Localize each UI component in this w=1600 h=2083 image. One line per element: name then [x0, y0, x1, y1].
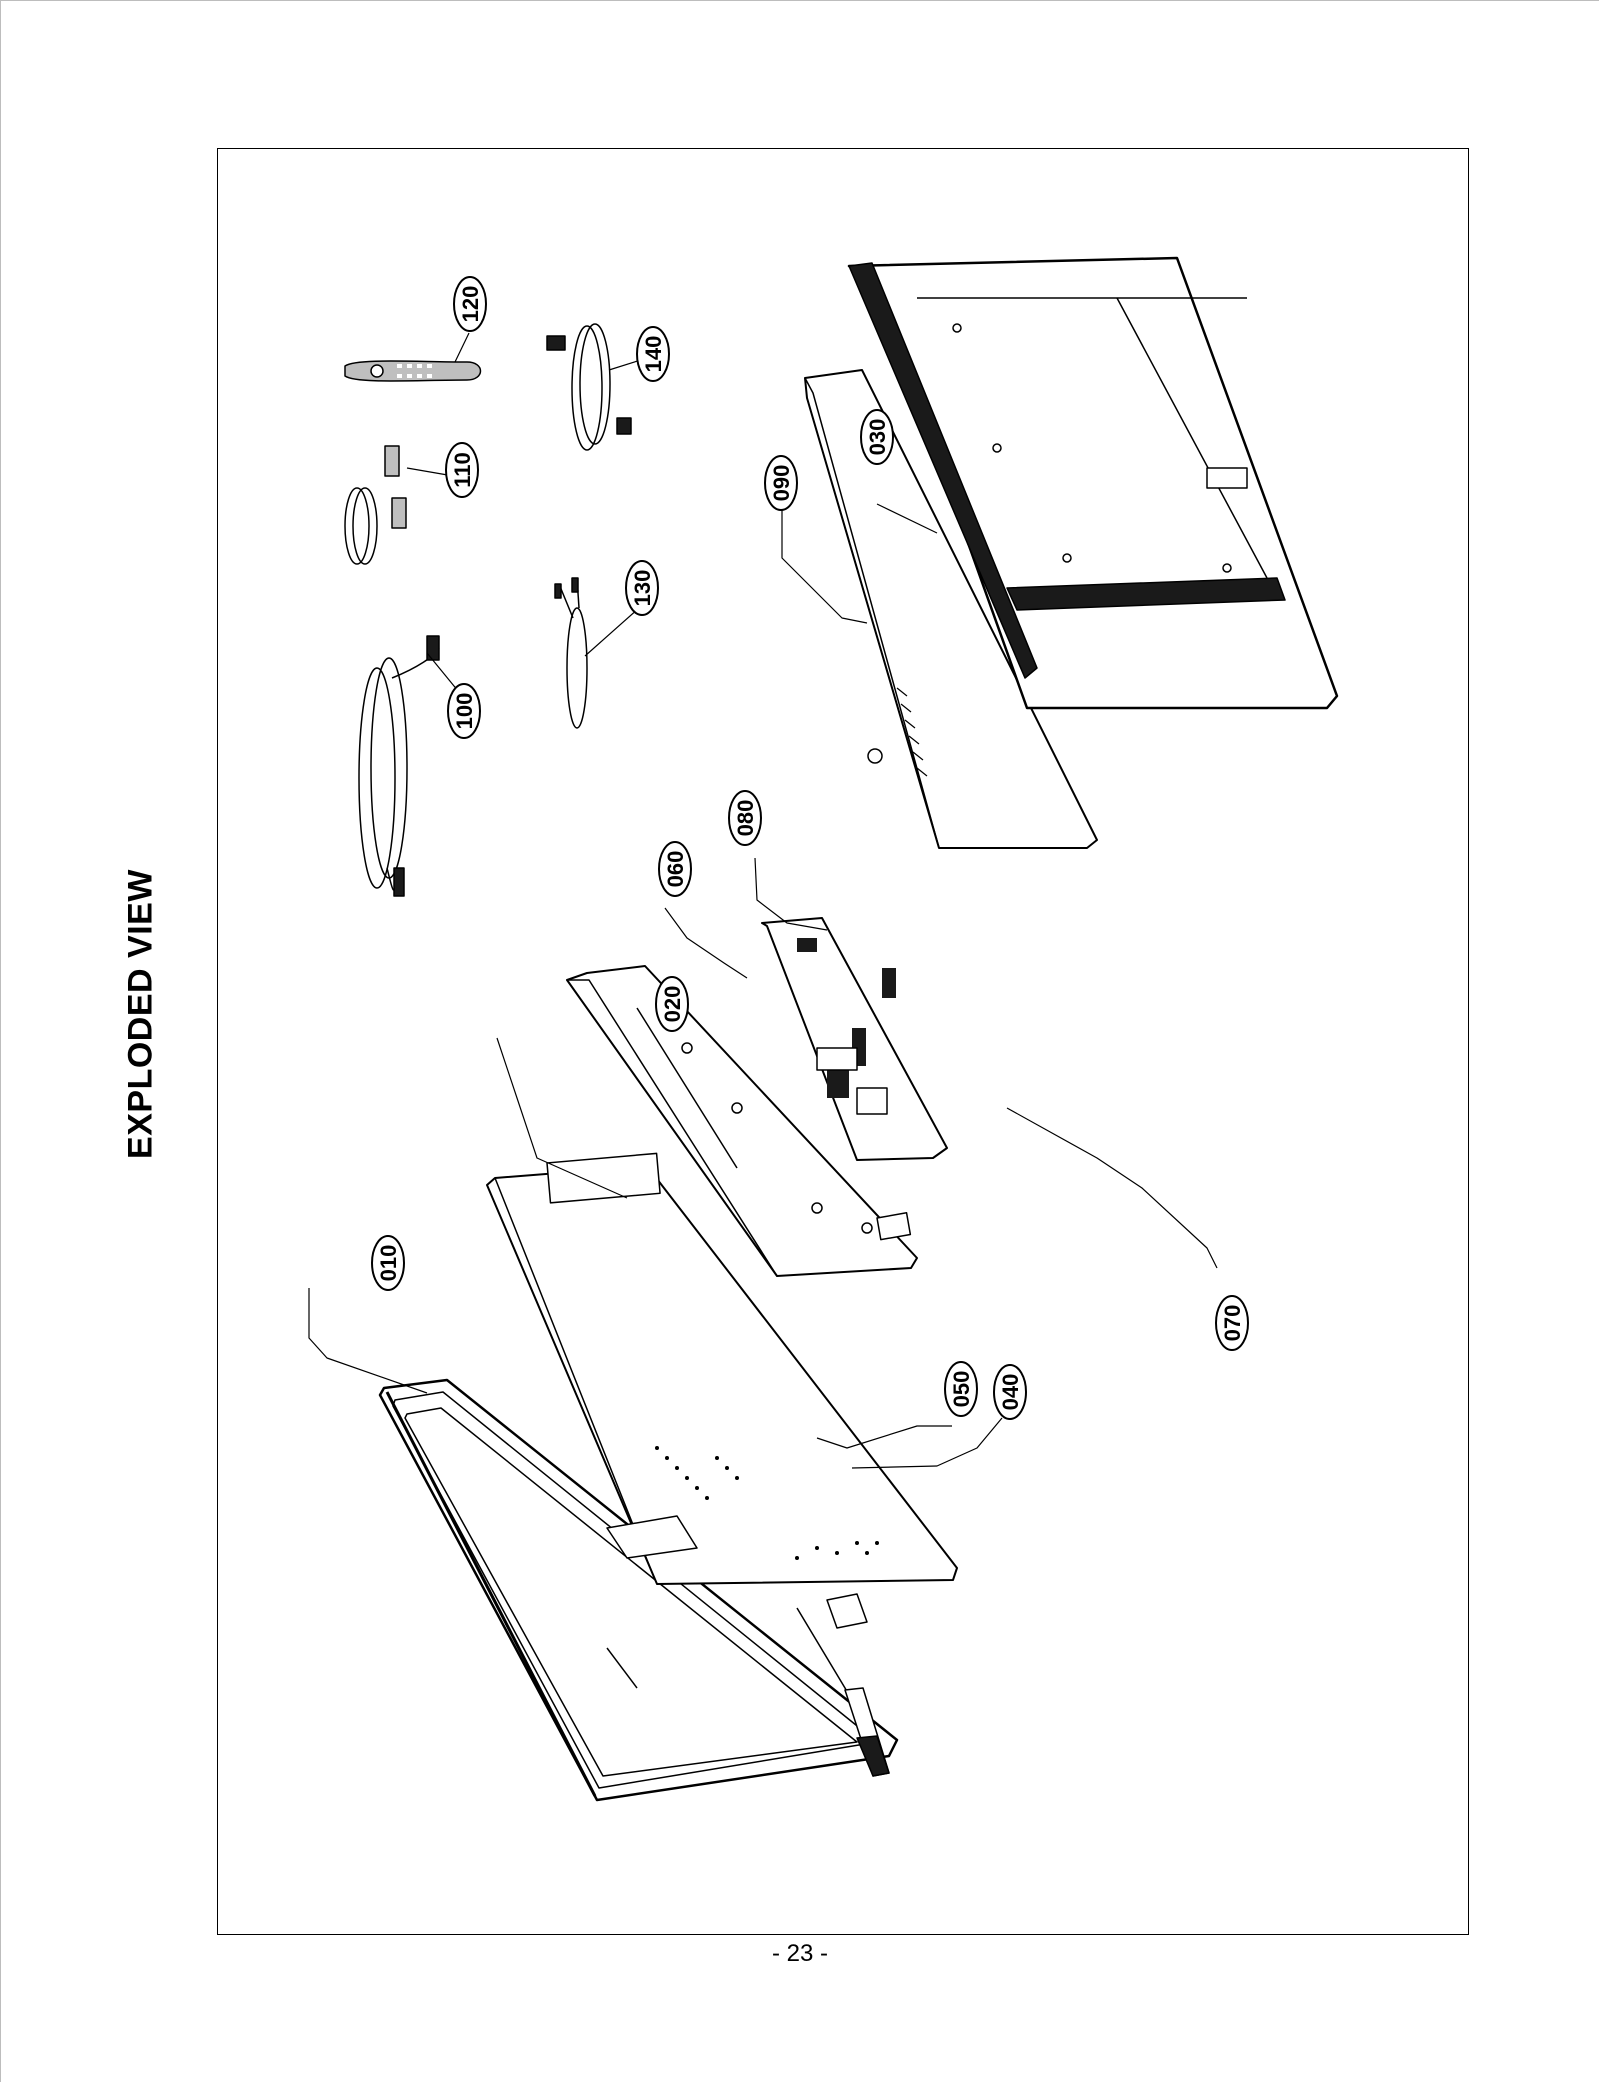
- callout-120: 120: [453, 276, 487, 332]
- callout-050-label: 050: [949, 1371, 974, 1408]
- part-140-power-cord: [546, 323, 632, 451]
- callout-020: 020: [655, 976, 689, 1032]
- part-040-control-strip: [844, 1687, 890, 1777]
- callout-080-label: 080: [733, 800, 758, 837]
- part-130-audio-cable: [554, 577, 588, 729]
- callout-040: 040: [993, 1364, 1027, 1420]
- callout-100-label: 100: [452, 693, 477, 730]
- part-090-shield-box: [804, 369, 1098, 849]
- part-120-remote-control: [344, 360, 482, 382]
- part-020-rear-shield: [486, 1152, 958, 1585]
- callout-140-label: 140: [641, 336, 666, 373]
- callout-090-label: 090: [769, 465, 794, 502]
- part-080-main-board: [761, 917, 948, 1161]
- diagram-frame: [217, 148, 1469, 1935]
- page-number: - 23 -: [771, 1940, 828, 1967]
- callout-030-label: 030: [865, 419, 890, 456]
- part-100-cable: [358, 635, 440, 897]
- callout-110-label: 110: [450, 452, 475, 488]
- callout-120-label: 120: [458, 286, 483, 323]
- callout-070: 070: [1215, 1295, 1249, 1351]
- part-010-front-bezel: [378, 1378, 899, 1802]
- part-060-main-chassis: [566, 965, 918, 1277]
- callout-100: 100: [447, 683, 481, 739]
- part-030-back-cover: [847, 256, 1339, 710]
- exploded-view-diagram: 010 020 030 040 050 060 070 080 090 100 …: [308, 256, 1339, 1802]
- callout-130: 130: [625, 560, 659, 616]
- callout-080: 080: [728, 790, 762, 846]
- callout-090: 090: [764, 455, 798, 511]
- callout-110: 110: [445, 442, 479, 498]
- callout-010-label: 010: [376, 1245, 401, 1282]
- callout-050: 050: [944, 1361, 978, 1417]
- page-title: EXPLODED VIEW: [121, 869, 160, 1159]
- callout-040-label: 040: [998, 1374, 1023, 1411]
- callout-010: 010: [371, 1235, 405, 1291]
- callout-030: 030: [860, 409, 894, 465]
- callout-070-label: 070: [1220, 1305, 1245, 1342]
- callout-140: 140: [636, 326, 670, 382]
- callout-130-label: 130: [630, 570, 655, 607]
- callout-020-label: 020: [660, 986, 685, 1023]
- part-050-bracket: [826, 1593, 868, 1629]
- callout-060-label: 060: [663, 851, 688, 888]
- callout-060: 060: [658, 841, 692, 897]
- part-110-dvi-cable: [344, 445, 407, 565]
